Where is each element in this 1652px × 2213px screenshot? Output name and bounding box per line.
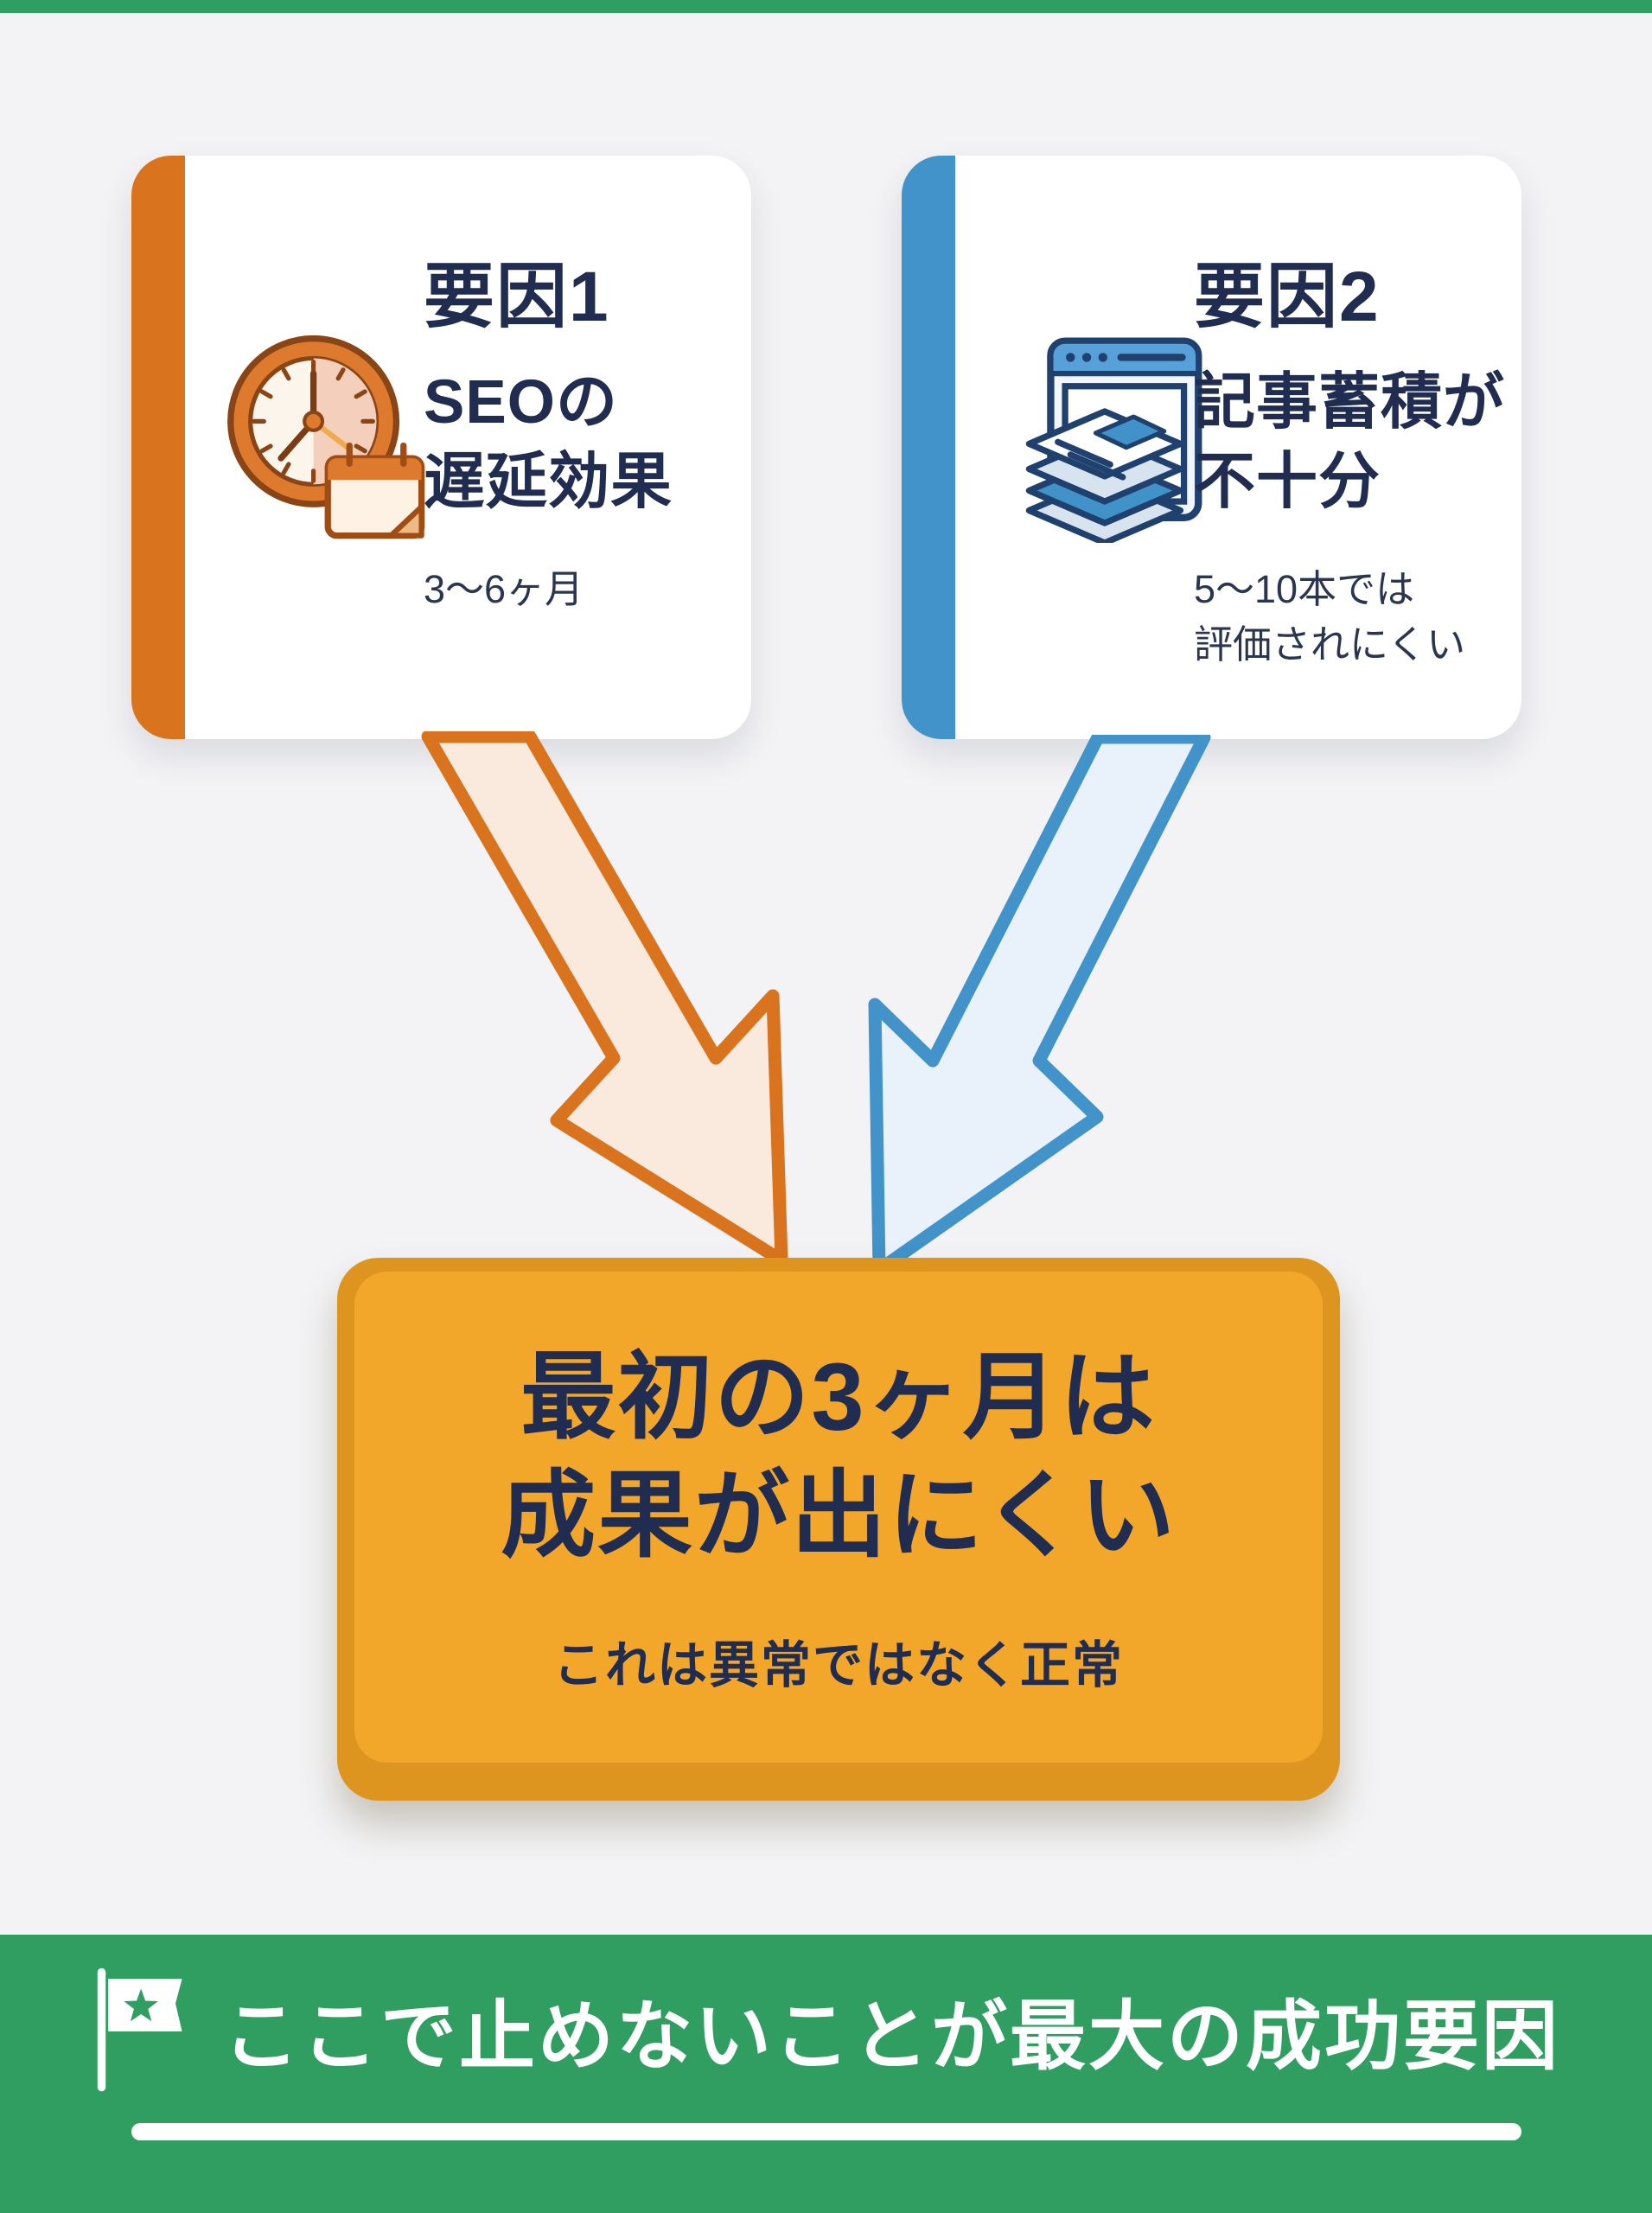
factor2-card: 要因2 記事蓄積が 不十分 5〜10本では 評価されにくい <box>902 156 1521 739</box>
factor1-subtitle-line1: 3〜6ヶ月 <box>424 567 584 611</box>
factor2-title-line2: 不十分 <box>1194 447 1381 516</box>
factor2-title-line1: 記事蓄積が <box>1194 368 1506 437</box>
factor1-title-line2: 遅延効果 <box>424 447 673 516</box>
factor1-subtitle: 3〜6ヶ月 <box>424 562 584 617</box>
factor2-label: 要因2 <box>1194 258 1381 336</box>
factor2-title: 記事蓄積が 不十分 <box>1194 363 1505 521</box>
clock-calendar-icon <box>214 327 431 543</box>
footer-row: ここで止めないことが最大の成功要因 <box>0 1964 1652 2095</box>
stacked-articles-icon <box>998 327 1215 546</box>
factor2-accent-strip <box>902 156 955 739</box>
top-accent-strip <box>0 0 1652 13</box>
factor1-accent-strip <box>131 156 185 739</box>
conclusion-title-line1: 最初の3ヶ月は <box>520 1343 1157 1451</box>
conclusion-title-line2: 成果が出にくい <box>501 1463 1177 1569</box>
factor1-card: 要因1 SEOの 遅延効果 3〜6ヶ月 <box>131 156 751 739</box>
footer-message: ここで止めないことが最大の成功要因 <box>222 1993 1560 2079</box>
conclusion-surface: 最初の3ヶ月は 成果が出にくい これは異常ではなく正常 <box>354 1272 1323 1763</box>
footer-banner: ここで止めないことが最大の成功要因 <box>0 1935 1652 2213</box>
factor2-subtitle-line2: 評価されにくい <box>1194 622 1466 666</box>
factor2-subtitle-line1: 5〜10本では <box>1194 567 1415 611</box>
conclusion-box: 最初の3ヶ月は 成果が出にくい これは異常ではなく正常 <box>337 1258 1340 1801</box>
factor2-arrow-down-left <box>821 730 1279 1292</box>
conclusion-subtitle: これは異常ではなく正常 <box>552 1636 1124 1693</box>
conclusion-title: 最初の3ヶ月は 成果が出にくい <box>501 1338 1177 1576</box>
footer-underline <box>131 2123 1521 2140</box>
factor2-subtitle: 5〜10本では 評価されにくい <box>1194 562 1465 673</box>
factor1-title: SEOの 遅延効果 <box>424 363 673 521</box>
factor1-title-line1: SEOの <box>424 368 618 437</box>
flag-icon <box>92 1964 194 2095</box>
factor1-label: 要因1 <box>424 258 610 336</box>
factor1-arrow-down-right <box>372 730 830 1289</box>
